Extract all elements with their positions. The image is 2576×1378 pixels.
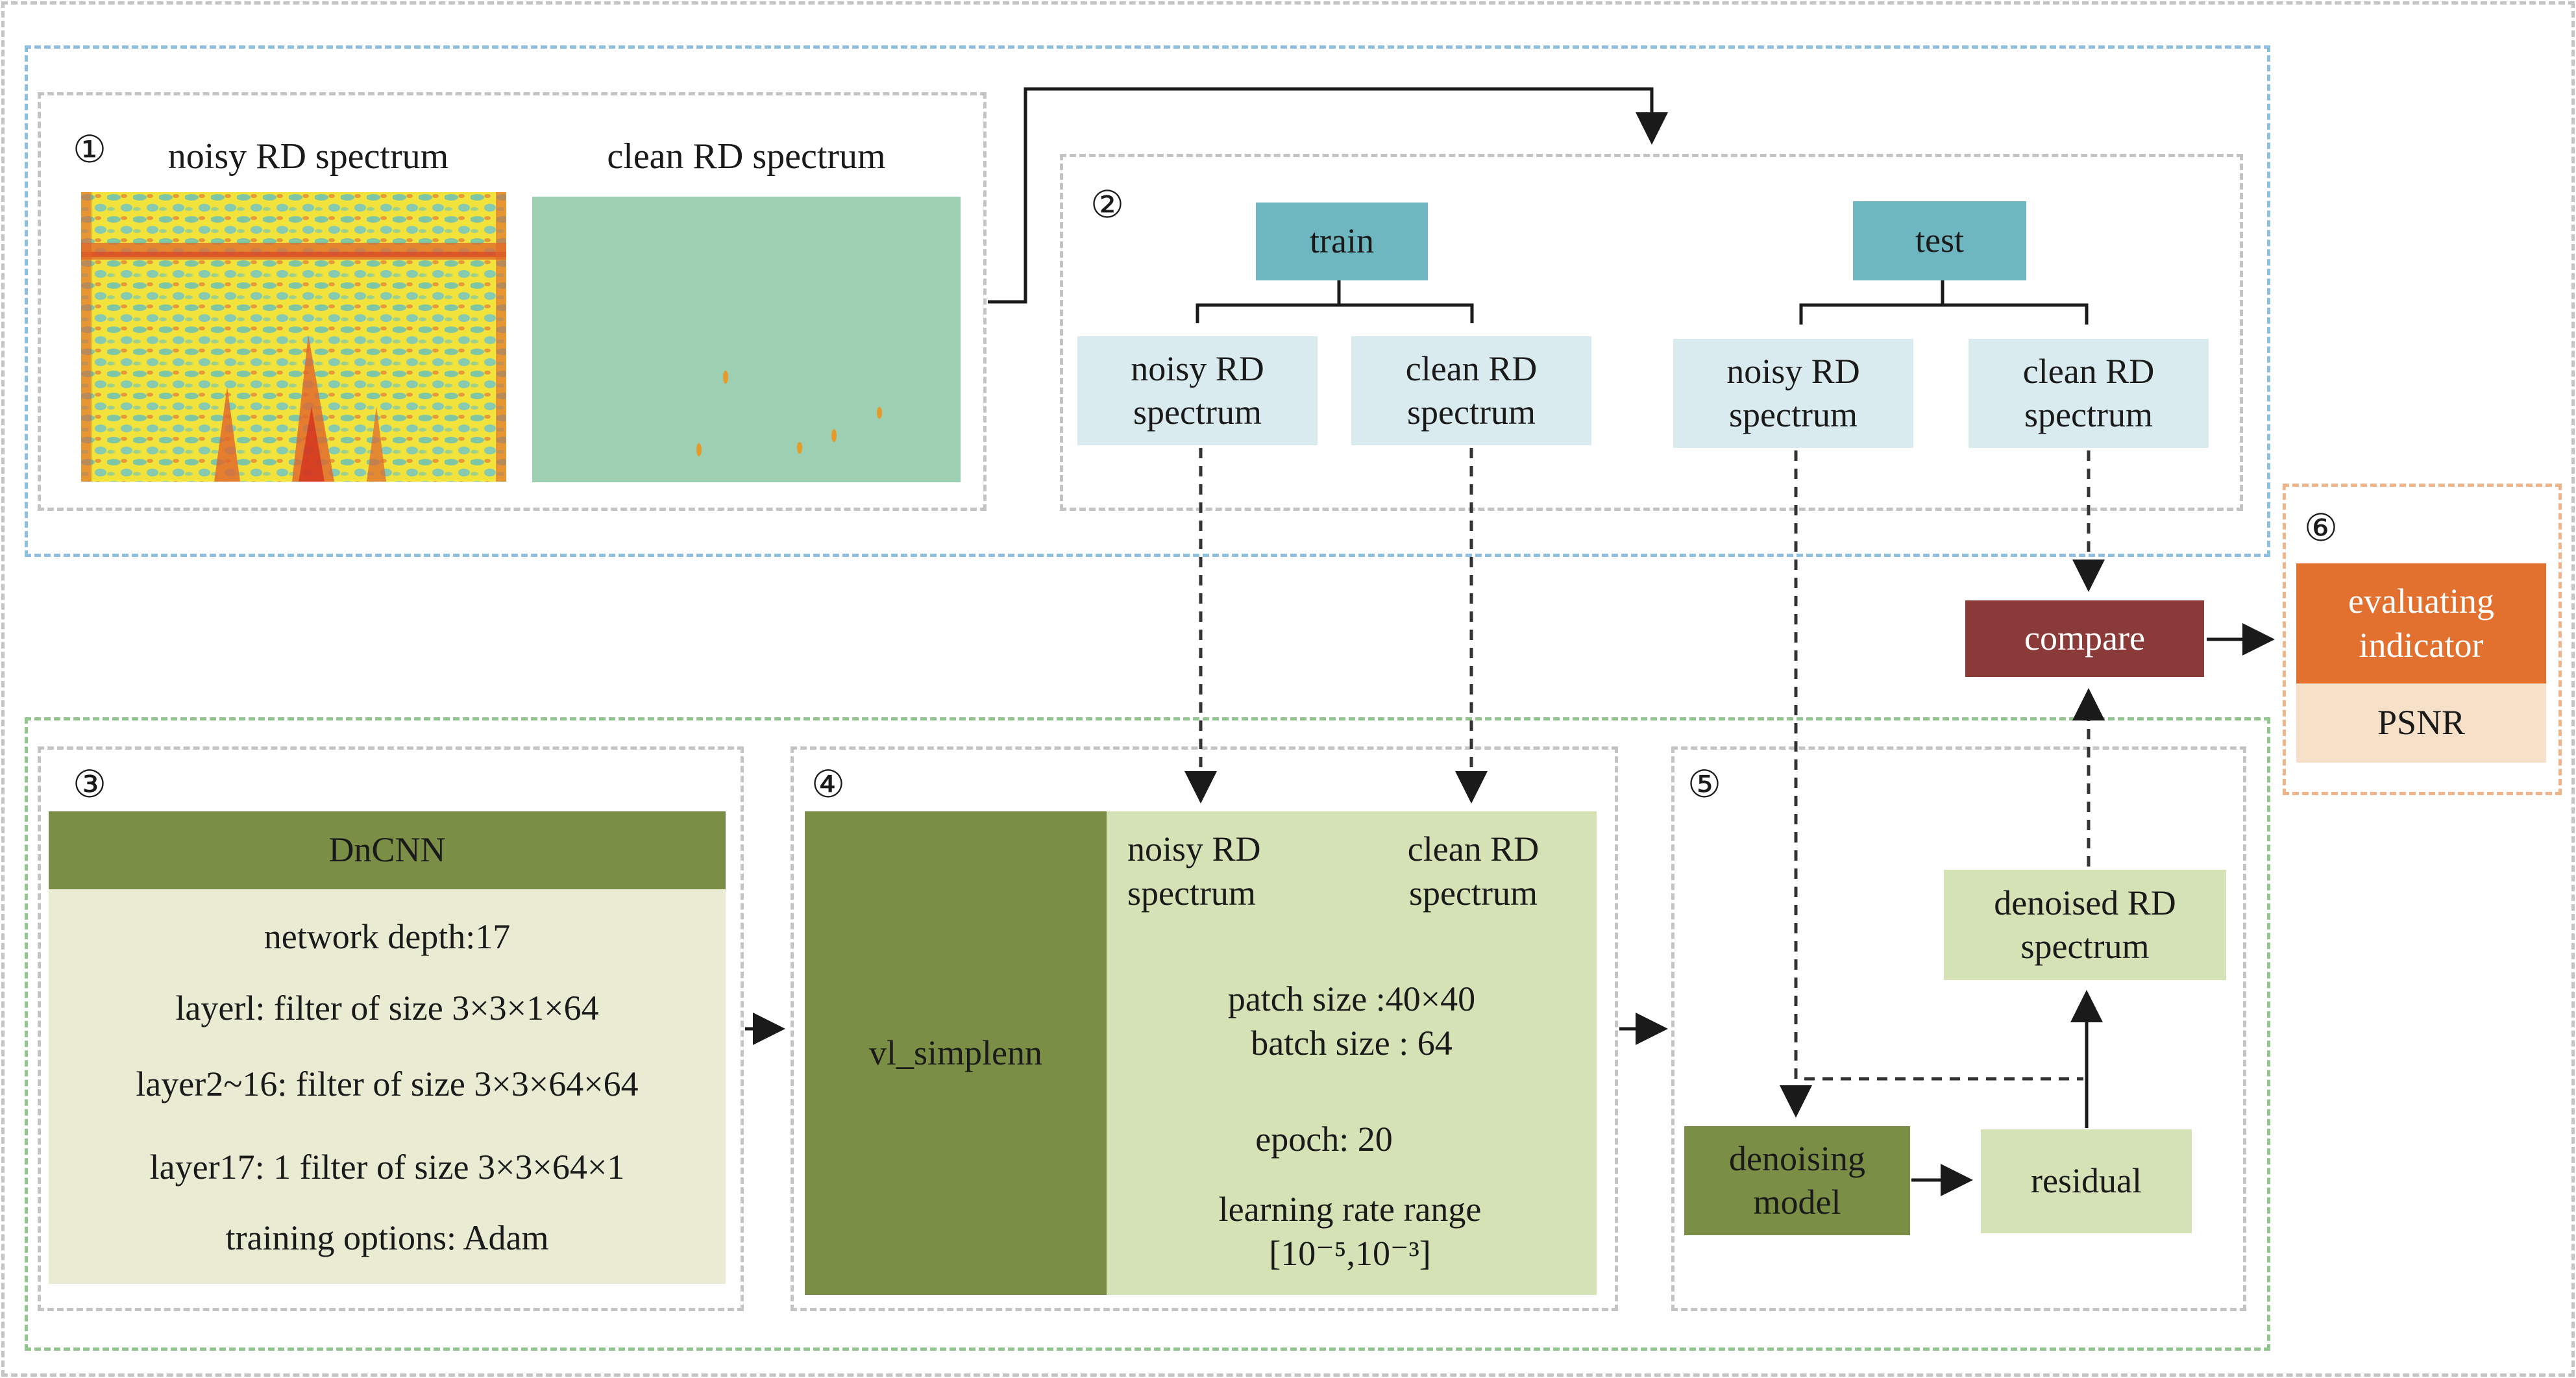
layer2-16-text: layer2~16: filter of size 3×3×64×64 <box>136 1064 639 1103</box>
data-group-frame <box>25 45 2270 557</box>
train-brace <box>1196 280 1474 323</box>
panel-2-number: ② <box>1090 184 1124 226</box>
evaluating-indicator-box: evaluating indicator <box>2296 563 2546 683</box>
compare-box: compare <box>1965 600 2204 677</box>
model-group-frame <box>25 717 2270 1351</box>
noisy-spectrum-label: noisy RD spectrum <box>167 136 449 177</box>
denoising-model-box: denoising model <box>1684 1126 1910 1235</box>
patch-batch-size-text: patch size :40×40 batch size : 64 <box>1227 979 1476 1063</box>
clean-rd-spectrum-image <box>532 197 961 482</box>
denoised-spectrum-box: denoised RD spectrum <box>1944 870 2226 980</box>
train-box: train <box>1256 203 1428 280</box>
test-box: test <box>1853 201 2026 280</box>
residual-box: residual <box>1981 1129 2192 1233</box>
noisy-rd-spectrum-image <box>81 192 506 482</box>
panel-3-number: ③ <box>73 763 106 806</box>
config-clean-spectrum-text: clean RD spectrum <box>1407 830 1539 913</box>
test-brace <box>1799 280 2089 325</box>
layer17-text: layer17: 1 filter of size 3×3×64×1 <box>149 1148 625 1187</box>
layer1-text: layerl: filter of size 3×3×1×64 <box>175 989 599 1027</box>
panel-5-frame <box>1671 746 2246 1311</box>
panel-5-number: ⑤ <box>1687 763 1721 806</box>
panel-3-frame <box>38 746 744 1311</box>
test-clean-spectrum-box: clean RD spectrum <box>1969 339 2209 448</box>
epoch-text: epoch: 20 <box>1255 1120 1393 1159</box>
dncnn-title-box: DnCNN <box>49 811 726 889</box>
train-clean-spectrum-box: clean RD spectrum <box>1351 336 1591 445</box>
panel-1-frame <box>38 92 987 511</box>
vl-simplenn-box: vl_simplenn <box>805 811 1107 1295</box>
training-config-box <box>1107 811 1597 1295</box>
panel-4-frame <box>791 746 1618 1311</box>
panel1-to-panel2-arrow <box>988 87 1668 304</box>
clean-spectrum-label: clean RD spectrum <box>607 136 886 177</box>
config-noisy-spectrum-text: noisy RD spectrum <box>1127 830 1261 913</box>
panel-6-number: ⑥ <box>2304 507 2338 549</box>
panel-6-frame <box>2283 484 2562 795</box>
training-options-text: training options: Adam <box>225 1218 549 1257</box>
dncnn-params-box <box>49 889 726 1284</box>
psnr-box: PSNR <box>2296 683 2546 763</box>
panel-4-number: ④ <box>811 763 845 806</box>
test-noisy-spectrum-box: noisy RD spectrum <box>1673 339 1913 448</box>
panel-2-frame <box>1060 154 2243 511</box>
panel-1-number: ① <box>73 129 106 171</box>
network-depth-text: network depth:17 <box>264 917 511 956</box>
train-noisy-spectrum-box: noisy RD spectrum <box>1077 336 1318 445</box>
learning-rate-text: learning rate range [10⁻⁵,10⁻³] <box>1218 1190 1482 1273</box>
